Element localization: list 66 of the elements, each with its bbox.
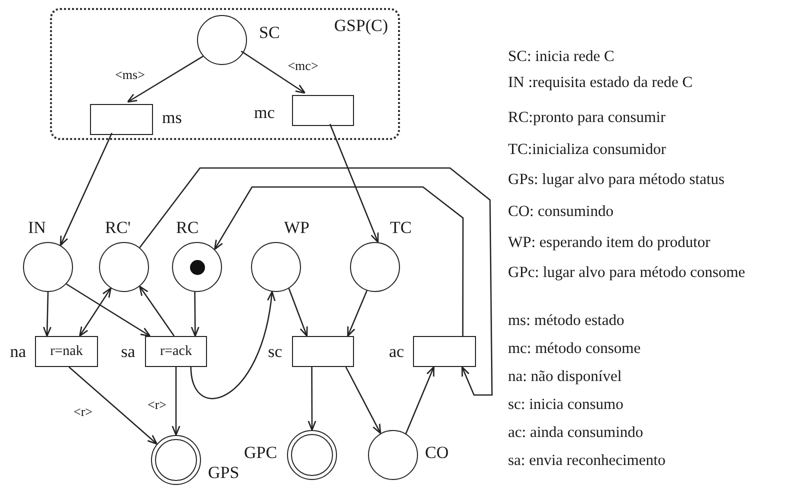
transition-box	[292, 95, 354, 126]
place-label: ms	[162, 109, 182, 127]
place-label: SC	[259, 24, 280, 42]
transition-guard: r=ack	[160, 344, 192, 360]
arrow	[127, 56, 204, 103]
legend-note: mc: método consome	[508, 340, 641, 358]
arrow	[79, 288, 112, 337]
transition-box	[90, 104, 153, 135]
place-label: WP	[284, 219, 310, 237]
region-title: GSP(C)	[334, 16, 388, 36]
arrow	[139, 286, 175, 336]
arrow	[308, 367, 316, 431]
place-label: RC'	[105, 219, 131, 237]
transition-box	[413, 336, 476, 367]
place-circle	[368, 430, 418, 480]
transition-box	[145, 336, 207, 367]
place-label: IN	[28, 219, 46, 237]
goal-place-circle	[287, 430, 337, 480]
place-label: ac	[389, 343, 404, 361]
legend-note: TC:inicializa consumidor	[508, 141, 666, 159]
place-circle	[251, 242, 301, 292]
arrow	[240, 50, 306, 94]
place-label: na	[10, 343, 26, 361]
arrow	[190, 292, 200, 337]
place-label: sa	[121, 343, 136, 361]
legend-note: WP: esperando item do produtor	[508, 234, 710, 252]
arrow	[347, 290, 368, 337]
place-circle	[350, 242, 400, 292]
legend-note: na: não disponível	[508, 368, 622, 386]
place-circle	[23, 242, 73, 292]
arrow	[60, 132, 112, 246]
legend-note: GPc: lugar alvo para método consome	[508, 264, 746, 282]
legend-note: SC: inicia rede C	[508, 48, 614, 66]
legend-note: sc: inicia consumo	[508, 396, 624, 414]
arrow	[190, 291, 276, 400]
place-label: mc	[254, 104, 275, 122]
place-circle	[172, 242, 222, 292]
arrow	[405, 366, 434, 434]
legend-note: sa: envia reconhecimento	[508, 452, 666, 470]
transition-box	[292, 336, 354, 367]
place-label: GPC	[244, 444, 278, 462]
place-label: sc	[268, 343, 282, 361]
arrow	[172, 367, 180, 436]
arrow	[288, 288, 308, 337]
legend-note: RC:pronto para consumir	[508, 109, 666, 127]
transition-box	[35, 336, 98, 367]
place-label: TC	[390, 219, 412, 237]
legend-note: IN :requisita estado da rede C	[508, 74, 693, 92]
arrow	[68, 366, 158, 445]
place-label: GPS	[208, 464, 240, 482]
legend-note: CO: consumindo	[508, 203, 614, 221]
arrow	[214, 186, 464, 336]
place-label: RC	[176, 219, 199, 237]
legend-note: ac: ainda consumindo	[508, 424, 644, 442]
legend-note: ms: método estado	[508, 312, 624, 330]
transition-guard: r=nak	[50, 344, 83, 360]
arrow	[329, 124, 379, 243]
place-circle	[99, 242, 149, 292]
arrow	[66, 283, 151, 337]
legend-note: GPs: lugar alvo para método status	[508, 171, 725, 189]
goal-place-circle	[151, 435, 201, 485]
arrow	[345, 366, 382, 434]
place-circle	[197, 15, 247, 65]
arrow	[42, 292, 52, 337]
arrow	[139, 167, 493, 396]
place-label: CO	[425, 444, 449, 462]
